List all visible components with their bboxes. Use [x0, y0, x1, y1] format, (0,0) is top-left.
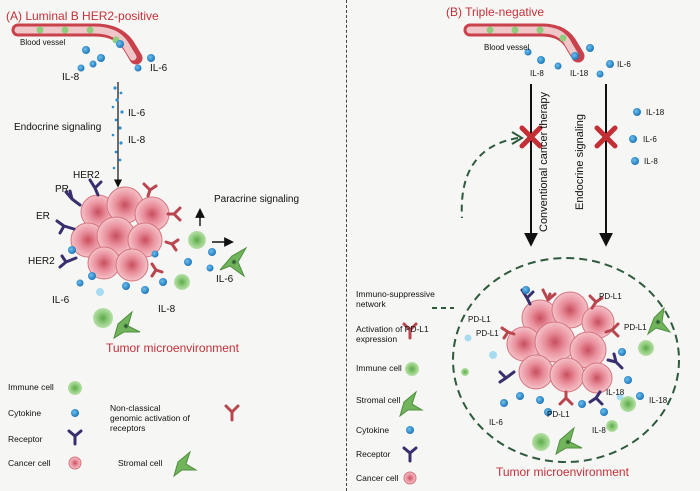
il8-label-b: IL-8 [530, 69, 544, 78]
pdl1-label-a: PD-L1 [599, 292, 622, 301]
er-label: ER [36, 211, 50, 222]
pdl1-activation-2: expression [356, 334, 398, 344]
feedback-arrowhead [511, 131, 524, 145]
il8-inner-label: IL-8 [592, 426, 606, 435]
legend-a-stromal: Stromal cell [118, 458, 163, 468]
paracrine-label: Paracrine signaling [214, 194, 300, 205]
tumor-cluster-a [70, 186, 170, 282]
il8-label-a3: IL-8 [158, 304, 176, 315]
tumor-cluster-b [506, 291, 615, 394]
legend-b-cancer: Cancer cell [356, 473, 399, 483]
conventional-therapy-label: Conventional cancer therapy [538, 91, 550, 232]
il6-label-b: IL-6 [617, 60, 631, 69]
blood-vessel-label-a: Blood vessel [20, 38, 66, 47]
immune-cells-a [93, 231, 206, 328]
endocrine-label-b: Endocrine signaling [574, 113, 586, 210]
endocrine-stream-a [111, 82, 124, 188]
legend-b-immune: Immune cell [356, 363, 402, 373]
her2-top-label: HER2 [73, 170, 100, 181]
cytokines-vessel-a [77, 40, 155, 72]
blood-vessel-b [463, 23, 585, 63]
il6-label-a1: IL-6 [150, 63, 168, 74]
pdl1-label-d: PD-L1 [476, 329, 499, 338]
legend-a-receptor: Receptor [8, 434, 43, 444]
legend-a-cytokine: Cytokine [8, 408, 42, 418]
legend-b-receptor: Receptor [356, 449, 391, 459]
blood-vessel-label-b: Blood vessel [484, 43, 530, 52]
il6-inner-label: IL-6 [489, 418, 503, 427]
pdl1-receptors-b [500, 288, 620, 406]
il6-right-label: IL-6 [643, 135, 657, 144]
nonclassical-receptors-a [142, 182, 182, 278]
block-cross-1 [519, 125, 543, 149]
legend-a-icons [67, 381, 240, 478]
il18-inner-label-1: IL-18 [606, 388, 625, 397]
legend-a-nonclassical-2: genomic activation of [110, 413, 190, 423]
legend-b-icons [399, 322, 424, 485]
cytokines-right-b [629, 108, 641, 165]
stromal-cells-b [555, 306, 672, 456]
cytokines-tme-b [464, 286, 644, 416]
receptors-b [498, 288, 624, 406]
il6-label-a4: IL-6 [216, 274, 234, 285]
il18-right-label: IL-18 [646, 108, 665, 117]
immuno-suppressive-2: network [356, 299, 386, 309]
il6-label-a2: IL-6 [128, 108, 146, 119]
legend-a-cancer: Cancer cell [8, 458, 51, 468]
il6-label-a3: IL-6 [52, 295, 70, 306]
panel-b-title: (B) Triple-negative [446, 5, 545, 19]
pdl1-label-b: PD-L1 [624, 323, 647, 332]
il8-right-label: IL-8 [644, 157, 658, 166]
legend-a-nonclassical-1: Non-classical [110, 403, 161, 413]
tme-title-a: Tumor microenvironment [106, 341, 239, 355]
immune-cells-b [461, 340, 654, 451]
receptors-a [55, 178, 103, 269]
immuno-suppressive-1: Immuno-suppressive [356, 289, 435, 299]
il8-label-a2: IL-8 [128, 135, 146, 146]
pdl1-label-c: PD-L1 [468, 315, 491, 324]
legend-b-cytokine: Cytokine [356, 425, 390, 435]
tme-ellipse [452, 257, 680, 463]
legend-a-immune: Immune cell [8, 382, 54, 392]
tme-title-b: Tumor microenvironment [496, 465, 629, 479]
legend-a-nonclassical-3: receptors [110, 423, 146, 433]
block-cross-2 [594, 125, 618, 149]
panel-divider [346, 0, 347, 491]
il8-label-a1: IL-8 [62, 72, 80, 83]
pr-label: PR [55, 184, 69, 195]
stromal-cells-a [113, 246, 248, 340]
il18-label-b: IL-18 [570, 69, 589, 78]
blood-vessel-a [11, 23, 143, 65]
her2-left-label: HER2 [28, 256, 55, 267]
pdl1-activation-1: Activation of PD-L1 [356, 324, 429, 334]
endocrine-label-a: Endocrine signaling [14, 122, 102, 133]
il18-inner-label-2: IL-18 [649, 396, 668, 405]
feedback-dashed-arrow [460, 137, 519, 219]
legend-b-stromal: Stromal cell [356, 395, 401, 405]
panel-a-title: (A) Luminal B HER2-positive [6, 9, 159, 23]
pdl1-label-e: PD-L1 [547, 410, 570, 419]
cytokines-vessel-b [524, 44, 614, 78]
